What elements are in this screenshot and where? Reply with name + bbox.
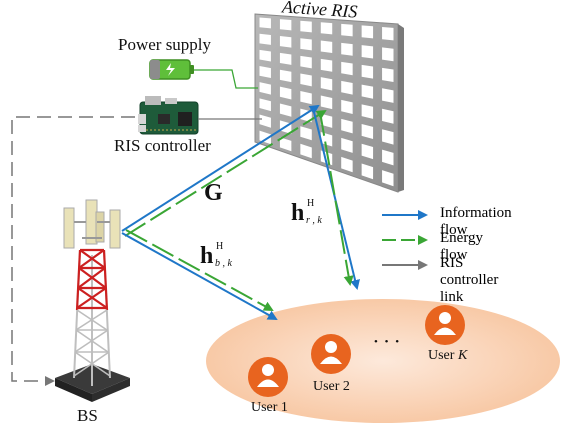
channel-hb-base: h [200,243,214,269]
ris-element [361,84,374,99]
user-2-icon [311,334,351,374]
ris-element [341,42,353,56]
ris-element [300,38,312,51]
ris-element [279,137,292,152]
channel-hr-base: h [291,200,305,226]
ris-element [279,19,292,31]
ris-element [259,98,271,112]
ris-element [320,22,333,35]
user-k-label: User K [428,348,467,364]
user-area [206,299,560,423]
legend-info-label: Information flow [440,205,512,238]
ris-element [382,67,394,83]
ris-element [320,40,333,54]
ris-element [300,91,312,105]
battery-icon [149,59,194,80]
bs-tower-icon [55,199,130,402]
ris-element [259,49,271,62]
ris-element [382,129,394,145]
ris-element [382,26,394,41]
user-2-label: User 2 [313,379,350,394]
ris-element [361,163,374,180]
channel-hb-label: h H b , k [200,241,240,273]
energy-flow-hb [125,229,274,311]
ris-element [382,149,394,166]
controller-board-icon [138,96,199,135]
controller-link-bs [11,116,135,386]
ris-element [341,99,353,115]
ris-element [341,118,353,134]
ris-element [361,25,374,39]
ris-element [259,17,271,29]
ris-element [259,33,271,45]
legend-energy-label: Energy flow [440,230,484,263]
user-1-label: User 1 [251,400,288,415]
active-ris-panel [254,13,404,193]
info-flow-g [121,104,320,232]
ris-element [320,77,333,91]
ris-element [279,103,292,117]
ris-element [279,52,292,65]
ris-controller-label: RIS controller [114,136,211,155]
ris-element [259,66,271,79]
ris-element [320,58,333,72]
ris-element [300,20,312,33]
ris-element [361,124,374,140]
ris-element [341,80,353,95]
channel-hr-label: h H r , k [291,198,331,230]
legend-controller-label: RIS controller link [440,255,499,305]
energy-flow-g [124,109,327,237]
ris-element [279,86,292,100]
ris-element [361,45,374,59]
ris-element [361,64,374,79]
ris-element [279,35,292,48]
ris-element [341,23,353,37]
legend-controller-swatch [382,260,428,270]
channel-hr-sup: H [307,198,315,209]
ris-element [300,55,312,69]
ris-element [382,108,394,124]
ris-element [361,143,374,160]
user-1-icon [248,357,288,397]
ris-element [259,82,271,95]
channel-hr-sub: r , k [306,215,322,226]
power-line [194,69,258,89]
ris-element [382,47,394,62]
ris-element [382,88,394,103]
info-flow-hr [312,107,360,290]
channel-hb-sub: b , k [215,258,232,269]
ris-element [259,114,271,128]
user-k-icon [425,305,465,345]
ris-element [341,156,353,173]
legend-info-swatch [382,210,428,220]
bs-label: BS [77,406,98,425]
ris-element [341,137,353,153]
ris-element [279,69,292,83]
user-k-prefix: User [428,348,458,363]
channel-hb-sup: H [216,241,224,252]
legend-energy-swatch [382,235,428,245]
ris-element [341,61,353,76]
users-ellipsis: • • • [374,336,402,348]
info-flow-hb [121,232,278,320]
ris-element [382,170,394,187]
channel-g-label: G [204,180,223,206]
user-k-var: K [457,348,468,363]
ris-element [300,73,312,87]
ris-element [361,104,374,119]
power-supply-label: Power supply [118,35,212,54]
ris-element [320,95,333,110]
ris-element [300,143,312,159]
ris-element [300,126,312,141]
